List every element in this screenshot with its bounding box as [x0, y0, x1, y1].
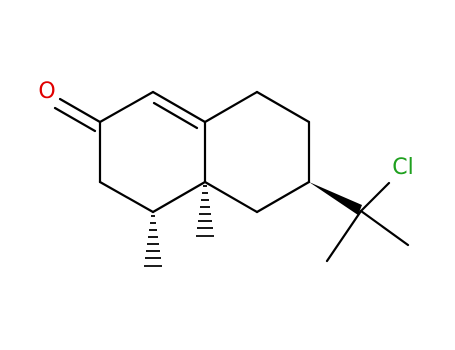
bond-c1-c2 [98, 180, 155, 214]
atom-label-chlorine: Cl [392, 155, 413, 180]
solid-wedge-c7-side-chain [309, 182, 362, 215]
bond-c8-c8a [203, 180, 259, 214]
hashed-wedge-c8a-methyl [196, 185, 214, 237]
bond-cq-cl [359, 181, 391, 213]
bond-c8a-c1 [151, 180, 207, 214]
bond-cq-methyl-right [359, 209, 410, 247]
bond-c5-c6 [255, 90, 311, 124]
bond-cq-methyl-left [325, 209, 363, 263]
bond-carbonyl-2 [53, 106, 97, 133]
bond-c4-c4a-double-outer [151, 90, 207, 124]
bond-c4a-c5 [203, 90, 259, 124]
bond-c4-c4a-double-inner [152, 101, 199, 130]
bond-c3-c4 [98, 90, 155, 124]
atom-label-oxygen: O [38, 79, 55, 104]
bond-carbonyl-1 [58, 97, 102, 124]
bond-c7-c8 [255, 180, 311, 214]
hashed-wedge-c1-methyl [144, 215, 162, 267]
